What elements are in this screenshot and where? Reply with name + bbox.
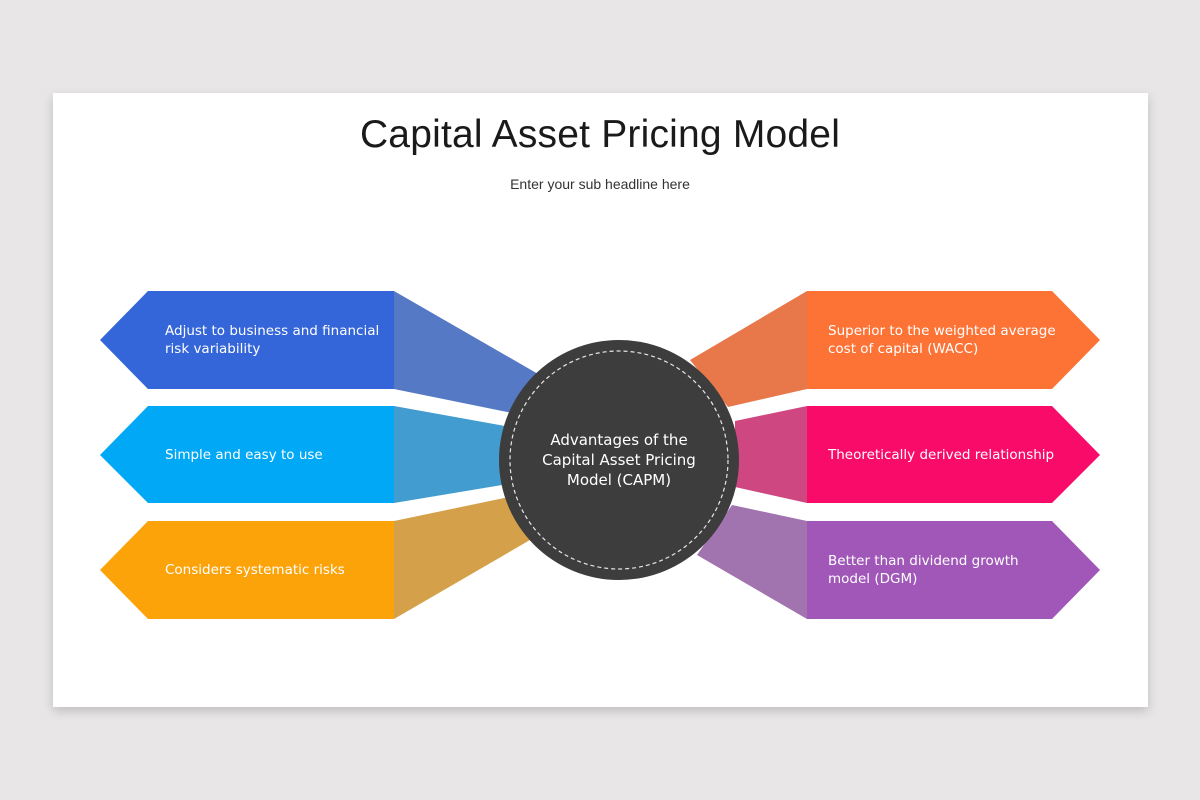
item-left-3-label: Considers systematic risks	[165, 562, 345, 578]
center-circle[interactable]	[499, 340, 739, 580]
slide-title[interactable]: Capital Asset Pricing Model	[359, 113, 841, 156]
funnel-right-2	[735, 406, 807, 503]
center-dashed-ring	[509, 350, 729, 570]
funnel-left-2	[394, 406, 505, 503]
funnel-right-1	[690, 291, 807, 407]
item-right-1-label: Superior to the weighted average cost of…	[828, 323, 1056, 357]
funnel-right-3	[697, 505, 807, 619]
arrow-left-2[interactable]	[100, 406, 394, 503]
arrow-left-1[interactable]	[100, 291, 394, 389]
arrow-right-2[interactable]	[807, 406, 1100, 503]
item-right-3-label: Better than dividend growth model (DGM)	[828, 553, 1019, 587]
funnel-left-3	[394, 497, 530, 619]
arrow-left-3[interactable]	[100, 521, 394, 619]
item-left-1-label: Adjust to business and financial risk va…	[165, 323, 380, 357]
arrow-right-1[interactable]	[807, 291, 1100, 389]
arrow-right-3[interactable]	[807, 521, 1100, 619]
funnel-left-1	[394, 291, 545, 413]
item-right-2-label: Theoretically derived relationship	[828, 446, 1055, 463]
center-label: Advantages of the Capital Asset Pricing …	[542, 431, 696, 489]
slide-subtitle[interactable]: Enter your sub headline here	[510, 176, 690, 192]
item-left-2-label: Simple and easy to use	[165, 446, 323, 463]
